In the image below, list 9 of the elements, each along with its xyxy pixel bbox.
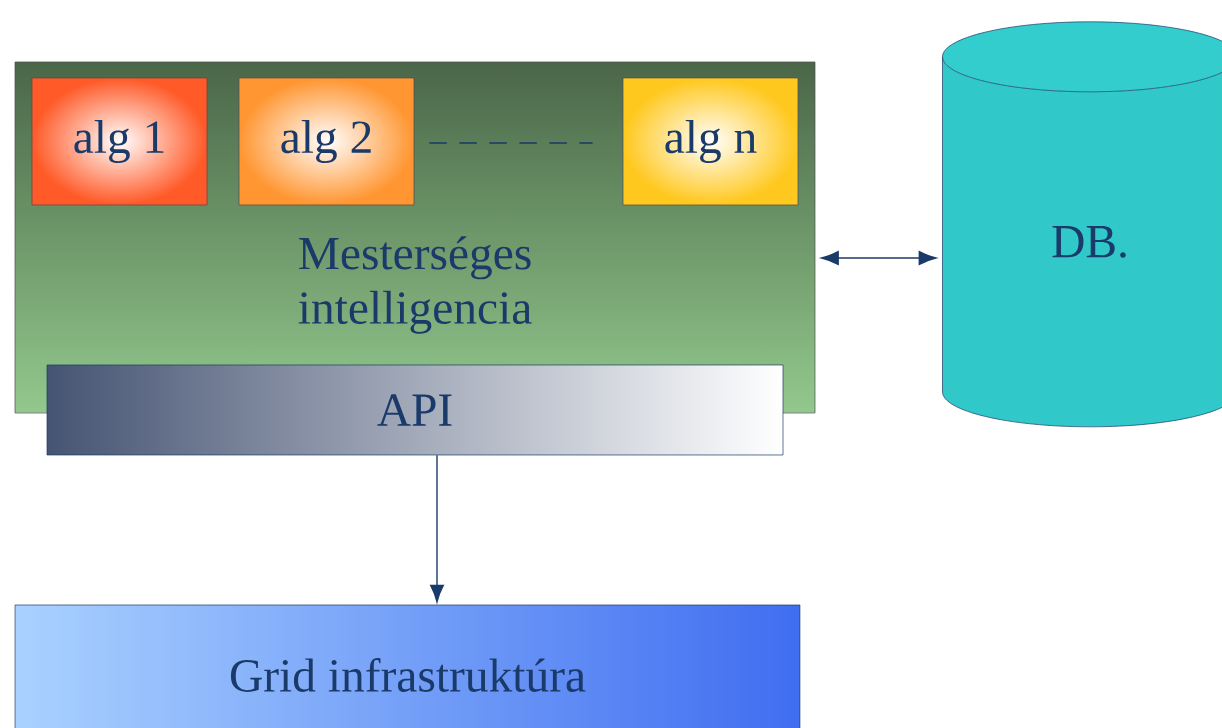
algorithm-box: alg n: [622, 77, 799, 206]
arrow: [430, 454, 444, 603]
api-box: API: [46, 364, 784, 456]
arrow: [821, 251, 937, 265]
algorithm-box: alg 2: [238, 77, 415, 206]
database-cylinder: DB.: [942, 21, 1222, 428]
algorithm-box: alg 1: [31, 77, 208, 206]
grid-box: Grid infrastruktúra: [14, 604, 801, 728]
dashed-line: [428, 142, 594, 144]
